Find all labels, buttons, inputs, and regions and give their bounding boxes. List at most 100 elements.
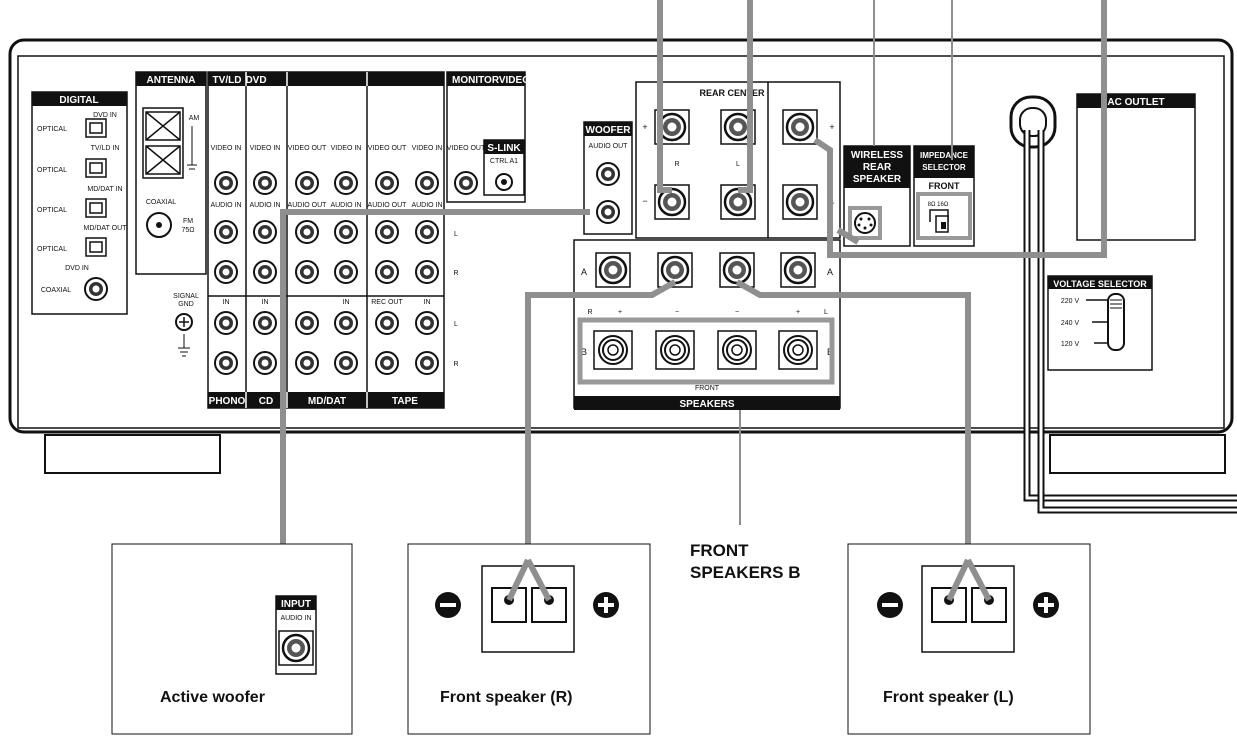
optical-jack-icon[interactable] [85,198,107,218]
front-speaker-l-caption: Front speaker (L) [883,689,1014,706]
optical-jack-icon[interactable] [85,158,107,178]
svg-text:AUDIO OUT: AUDIO OUT [368,202,408,209]
din-connector-icon[interactable] [854,212,876,234]
am-antenna-terminal-icon[interactable] [142,107,184,179]
svg-text:IN: IN [262,299,269,306]
monitor-section: MONITORVIDEO VIDEO OUT S-LINK CTRL A1 [446,71,530,203]
center-minus-terminal-icon[interactable] [781,183,819,221]
svg-text:AUDIO OUT: AUDIO OUT [288,202,328,209]
front-a-terminal-icon[interactable] [594,251,632,289]
rca-jack-icon[interactable] [253,311,277,335]
plus-icon [593,592,619,618]
active-woofer-caption: Active woofer [160,689,265,706]
svg-text:IN: IN [223,299,230,306]
slink-jack-icon[interactable] [495,173,513,191]
svg-text:−: − [675,309,679,316]
front-b-terminal-icon[interactable] [655,330,695,370]
svg-text:AUDIO IN: AUDIO IN [330,202,361,209]
woofer-jack-icon[interactable] [596,200,620,224]
svg-text:OPTICAL: OPTICAL [37,126,67,133]
rca-jack-icon[interactable] [375,311,399,335]
rca-jack-icon[interactable] [375,220,399,244]
rca-jack-icon[interactable] [295,260,319,284]
digital-header: DIGITAL [59,95,98,106]
rca-jack-icon[interactable] [214,351,238,375]
screw-terminal-icon[interactable] [175,313,193,331]
rca-jack-icon[interactable] [415,220,439,244]
front-a-terminal-icon[interactable] [779,251,817,289]
dvd-header: DVD [245,75,266,86]
front-b-terminal-icon[interactable] [717,330,757,370]
rca-jack-icon[interactable] [295,171,319,195]
rca-jack-icon[interactable] [334,311,358,335]
rca-jack-icon[interactable] [334,351,358,375]
cd-label: CD [259,396,273,407]
rca-jack-icon[interactable] [214,171,238,195]
cable-woofer [280,209,590,650]
woofer-jack-icon[interactable] [596,162,620,186]
optical-jack-icon[interactable] [85,118,107,138]
svg-text:TV/LD IN: TV/LD IN [91,145,120,152]
speaker-terminal-icon[interactable] [921,565,1015,653]
slink-header: S-LINK [487,143,521,154]
svg-text:VIDEO IN: VIDEO IN [211,145,242,152]
svg-text:VIDEO IN: VIDEO IN [250,145,281,152]
svg-text:−: − [735,309,739,316]
rca-jack-icon[interactable] [295,220,319,244]
voltage-switch-icon[interactable] [1107,293,1125,351]
svg-text:AUDIO IN: AUDIO IN [249,202,280,209]
wireless-section: WIRELESS REAR SPEAKER [843,145,911,247]
svg-text:AC OUTLET: AC OUTLET [1107,97,1164,108]
rca-jack-icon[interactable] [375,260,399,284]
input-groups: TV/LD DVD VIDEO IN VIDEO IN VIDEO OUT VI… [207,71,459,409]
svg-text:VIDEO IN: VIDEO IN [412,145,443,152]
svg-text:IMPEDANCE: IMPEDANCE [920,151,969,160]
rca-jack-icon[interactable] [415,171,439,195]
rca-jack-icon[interactable] [334,260,358,284]
front-speakers-b-callout-line2: SPEAKERS B [690,563,801,582]
rca-jack-icon[interactable] [375,171,399,195]
rca-jack-icon[interactable] [375,351,399,375]
impedance-switch-icon[interactable] [929,209,949,233]
svg-text:AUDIO IN: AUDIO IN [411,202,442,209]
optical-jack-icon[interactable] [85,237,107,257]
speaker-terminal-icon[interactable] [481,565,575,653]
rca-jack-icon[interactable] [415,260,439,284]
rca-jack-icon[interactable] [253,351,277,375]
svg-text:COAXIAL: COAXIAL [41,287,71,294]
rca-jack-icon[interactable] [253,171,277,195]
rca-jack-icon[interactable] [214,260,238,284]
svg-text:VOLTAGE SELECTOR: VOLTAGE SELECTOR [1053,279,1147,289]
rca-jack-icon[interactable] [253,220,277,244]
coaxial-jack-icon[interactable] [84,277,108,301]
front-b-terminal-icon[interactable] [593,330,633,370]
woofer-input-jack-icon[interactable] [277,629,315,667]
svg-text:A: A [827,267,833,277]
svg-text:SIGNAL: SIGNAL [173,293,199,300]
center-plus-terminal-icon[interactable] [781,108,819,146]
svg-text:OPTICAL: OPTICAL [37,246,67,253]
rca-jack-icon[interactable] [334,171,358,195]
front-speakers-b-callout: FRONT [690,541,749,560]
svg-text:IN: IN [424,299,431,306]
rca-jack-icon[interactable] [295,351,319,375]
rca-jack-icon[interactable] [253,260,277,284]
rca-jack-icon[interactable] [415,351,439,375]
svg-text:+: + [829,122,834,132]
rca-jack-icon[interactable] [334,220,358,244]
front-a-terminal-icon[interactable] [718,251,756,289]
antenna-header: ANTENNA [147,75,196,86]
antenna-section: ANTENNA AM COAXIAL FM 75Ω [135,71,207,275]
front-a-terminal-icon[interactable] [656,251,694,289]
front-b-terminal-icon[interactable] [778,330,818,370]
svg-text:AUDIO IN: AUDIO IN [280,615,311,622]
rca-jack-icon[interactable] [214,311,238,335]
monitor-out-jack-icon[interactable] [454,171,478,195]
rca-jack-icon[interactable] [295,311,319,335]
fm-antenna-jack-icon[interactable] [146,212,172,238]
rca-jack-icon[interactable] [415,311,439,335]
svg-text:R: R [674,161,679,168]
rca-jack-icon[interactable] [214,220,238,244]
svg-text:R: R [453,270,458,277]
